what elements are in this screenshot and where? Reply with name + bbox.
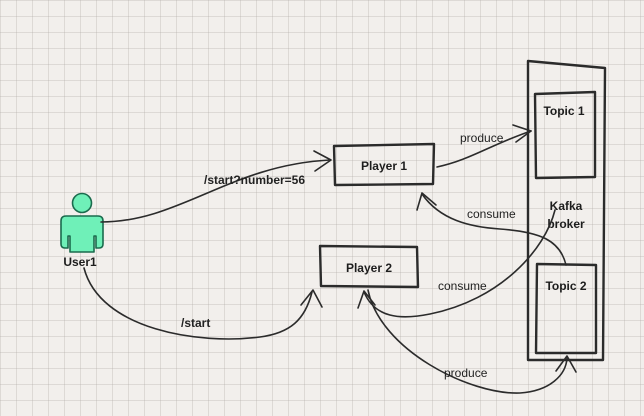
edge-player1-produce-topic1: produce xyxy=(436,124,532,168)
topic1-node: Topic 1 xyxy=(533,90,597,180)
edge-user-to-player1: /start?number=56 xyxy=(100,150,332,223)
edge-label-consume-p1: consume xyxy=(467,207,516,221)
user1-label: User1 xyxy=(63,255,97,269)
player1-node: Player 1 xyxy=(332,142,436,187)
person-icon xyxy=(60,192,104,253)
broker-label-line2: broker xyxy=(547,217,585,231)
broker-label-line1: Kafka xyxy=(550,199,583,213)
edge-player2-produce-topic2: produce xyxy=(367,289,577,394)
edge-user-to-player2: /start xyxy=(83,267,323,340)
topic2-node: Topic 2 xyxy=(534,262,598,355)
edge-label-produce-p1: produce xyxy=(460,131,504,145)
topic2-label: Topic 2 xyxy=(545,279,586,293)
kafka-broker-node: Kafka broker xyxy=(526,59,607,362)
edge-label-start-number: /start?number=56 xyxy=(204,173,305,187)
edge-label-produce-p2: produce xyxy=(444,366,488,380)
player1-label: Player 1 xyxy=(361,159,407,173)
edge-label-consume-p2: consume xyxy=(438,279,487,293)
edge-label-start: /start xyxy=(181,316,210,330)
topic1-label: Topic 1 xyxy=(543,104,584,118)
player2-label: Player 2 xyxy=(346,261,392,275)
edge-topic2-consume-player1: consume xyxy=(416,192,567,266)
player2-node: Player 2 xyxy=(318,244,420,289)
user1-actor: User1 xyxy=(60,192,104,269)
